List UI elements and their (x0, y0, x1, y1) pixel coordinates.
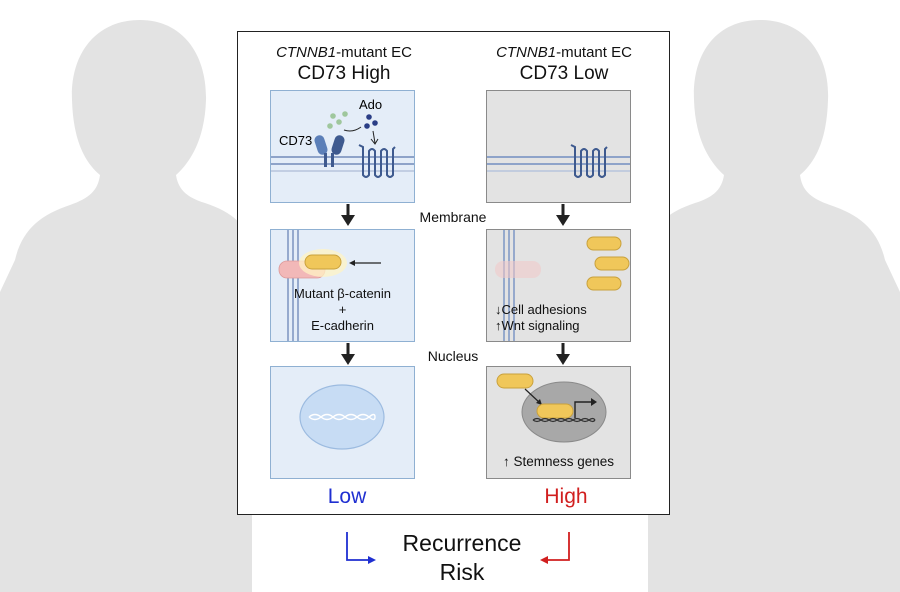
beta-catenin-icon (496, 373, 534, 389)
transcription-start-arrow-icon (574, 398, 597, 418)
left-cytoplasm-text-2: + (338, 302, 347, 317)
cell-junction-icon (287, 230, 299, 341)
left-membrane-illustration: CD73 Ado (271, 97, 414, 178)
right-cytoplasm-panel: ↓Cell adhesions ↑Wnt signaling (486, 229, 631, 342)
right-risk-level: High (544, 485, 588, 508)
left-cytoplasm-panel: Mutant β-catenin + E-cadherin (270, 229, 415, 342)
left-nucleus-panel (270, 366, 415, 479)
recurrence-label-line1: Recurrence (402, 530, 522, 556)
beta-catenin-icon (586, 276, 622, 291)
nucleus-icon (299, 384, 385, 450)
right-down-arrow-2 (556, 343, 570, 365)
ado-label: Ado (359, 97, 382, 112)
left-column-subtitle: CTNNB1-mutant EC (276, 44, 412, 61)
membrane-bilayer-icon (271, 156, 414, 172)
nucleus-label: Nucleus (427, 348, 479, 364)
left-cytoplasm-illustration (278, 230, 381, 341)
left-nucleus-illustration (299, 384, 385, 450)
left-cytoplasm-text-3: E-cadherin (311, 318, 374, 333)
right-column-header: CTNNB1-mutant EC CD73 Low (464, 44, 664, 85)
left-column-title: CD73 High (297, 63, 391, 84)
right-cytoplasm-text-2: ↑Wnt signaling (495, 318, 580, 333)
beta-catenin-icon (536, 403, 574, 419)
right-cytoplasm-text-1: ↓Cell adhesions (495, 302, 587, 317)
dna-icon (532, 417, 596, 423)
red-elbow-arrow-icon (540, 532, 570, 564)
cd73-label: CD73 (279, 133, 312, 148)
right-down-arrow-1 (556, 204, 570, 226)
membrane-bilayer-icon (487, 156, 630, 172)
recurrence-risk-label: Recurrence Risk (362, 529, 562, 587)
right-nucleus-panel: ↑ Stemness genes (486, 366, 631, 479)
right-nucleus-illustration (496, 373, 607, 443)
dna-icon (308, 413, 376, 421)
right-column-subtitle: CTNNB1-mutant EC (496, 44, 632, 61)
left-cytoplasm-text-1: Mutant β-catenin (293, 286, 392, 301)
adenosine-receptor-icon (570, 144, 608, 178)
beta-catenin-icon (594, 256, 630, 271)
left-down-arrow-2 (341, 343, 355, 365)
left-risk-level: Low (327, 485, 367, 508)
beta-catenin-icon (586, 236, 622, 251)
left-column-header: CTNNB1-mutant EC CD73 High (244, 44, 444, 85)
e-cadherin-faded-icon (495, 261, 541, 278)
right-column-title: CD73 Low (519, 63, 609, 84)
recurrence-label-line2: Risk (439, 559, 485, 585)
cd73-enzyme-icon (314, 135, 345, 167)
right-nucleus-text: ↑ Stemness genes (502, 454, 615, 469)
adenosine-receptor-icon (358, 144, 396, 178)
beta-catenin-icon (304, 254, 342, 270)
left-membrane-panel: CD73 Ado (270, 90, 415, 203)
left-down-arrow-1 (341, 204, 355, 226)
blue-elbow-arrow-icon (346, 532, 376, 564)
adenosine-molecules-icon (327, 111, 379, 145)
right-membrane-illustration (487, 144, 630, 178)
right-cytoplasm-illustration (495, 230, 630, 341)
membrane-label: Membrane (419, 209, 487, 225)
cell-junction-icon (503, 230, 515, 341)
right-membrane-panel (486, 90, 631, 203)
